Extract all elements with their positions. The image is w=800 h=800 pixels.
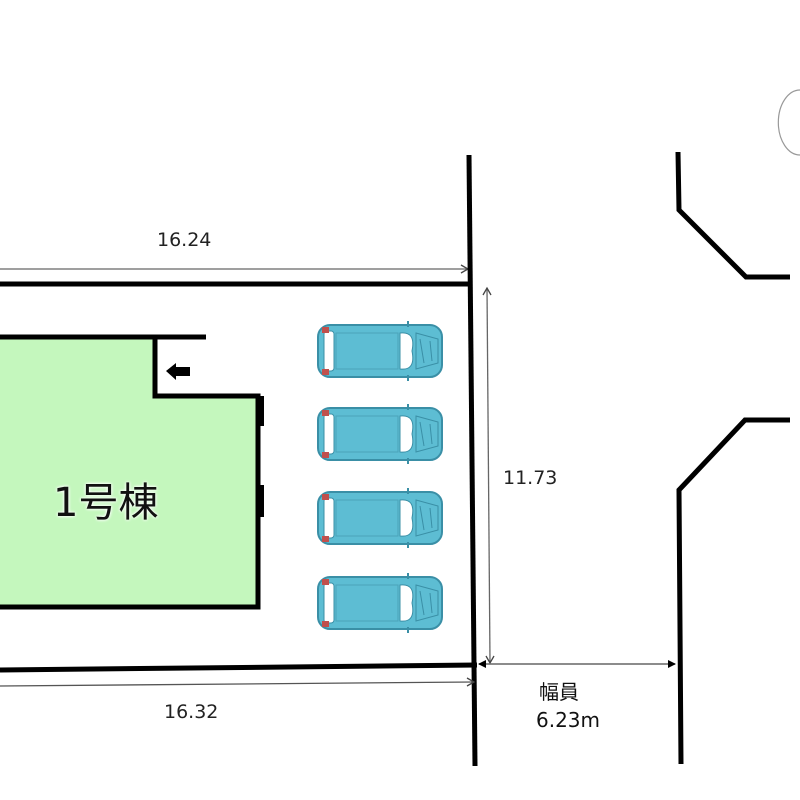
parking-space-4 — [317, 572, 443, 634]
road-edge-right-lower — [676, 417, 790, 765]
dimension-line-side — [482, 286, 495, 665]
lot-boundary-bottom — [0, 662, 478, 673]
compass-circle — [777, 89, 800, 156]
dimension-side-label: 11.73 — [503, 467, 558, 489]
parking-space-1 — [317, 320, 443, 382]
road-width-value: 6.23m — [536, 708, 601, 732]
dimension-line-top — [0, 264, 470, 274]
road-width-label: 幅員 6.23m — [536, 678, 600, 734]
parking-space-3 — [317, 487, 443, 549]
building-name: 1号棟 — [53, 480, 159, 526]
car-top-view-icon — [317, 487, 443, 549]
parking-space-2 — [317, 403, 443, 465]
dimension-bottom-label: 16.32 — [164, 701, 219, 723]
road-edge-right-upper — [675, 151, 790, 280]
car-top-view-icon — [317, 403, 443, 465]
arrow-left-icon — [166, 363, 190, 380]
road-width-title: 幅員 — [539, 680, 579, 704]
dimension-top-label: 16.24 — [157, 229, 212, 251]
road-edge-left — [466, 154, 478, 767]
building-1 — [0, 334, 264, 610]
car-top-view-icon — [317, 572, 443, 634]
dimension-line-bottom — [0, 677, 476, 687]
car-top-view-icon — [317, 320, 443, 382]
dimension-line-road-width — [478, 660, 676, 668]
